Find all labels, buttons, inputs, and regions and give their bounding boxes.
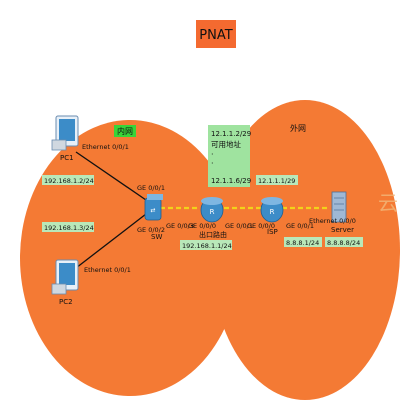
inner-zone (20, 120, 240, 396)
sw-ge001: GE 0/0/1 (137, 184, 165, 192)
server-label: Server (331, 226, 354, 234)
title-box (196, 20, 236, 48)
address-pool-top: 12.1.1.2/29 (211, 130, 251, 138)
links (75, 151, 147, 269)
outer-zone-tag: 外网 (290, 123, 306, 133)
link-pc1-sw (75, 151, 147, 201)
pc1-address: 192.168.1.2/24 (44, 177, 94, 185)
isp-ge000: GE 0/0/0 (247, 222, 275, 230)
router-ge000: GE 0/0/0 (188, 222, 216, 230)
egress-router-icon[interactable]: R (200, 197, 224, 223)
watermark: 云 (378, 191, 398, 215)
isp-label: ISP (267, 228, 278, 236)
egress-router-label: 出口路由 (199, 230, 227, 239)
sw-ge002: GE 0/0/2 (137, 226, 165, 234)
pc1-address-bg (42, 175, 94, 185)
switch-icon[interactable]: ⇄ (144, 194, 163, 221)
isp-lan-address-bg (284, 237, 322, 247)
svg-text:R: R (210, 208, 215, 216)
address-pool-bottom: 12.1.1.6/29 (211, 177, 251, 185)
pc2-address: 192.168.1.3/24 (44, 224, 94, 232)
isp-router-icon[interactable]: R (260, 197, 284, 223)
router-ge001: GE 0/0/1 (225, 222, 253, 230)
isp-wan-address: 12.1.1.1/29 (258, 177, 295, 185)
link-pc2-sw (75, 213, 147, 269)
address-pool-box (208, 125, 250, 187)
server-address-bg (325, 237, 363, 247)
address-pool-dot-1: · (211, 150, 214, 159)
pc2-interface: Ethernet 0/0/1 (84, 266, 131, 274)
router-inside-address-bg (180, 240, 232, 250)
server-interface: Ethernet 0/0/0 (309, 217, 356, 225)
pc2-label: PC2 (59, 298, 73, 306)
pc1-interface: Ethernet 0/0/1 (82, 143, 129, 151)
title: PNAT (199, 28, 232, 43)
inner-zone-tag-bg (114, 125, 136, 137)
pc1-label: PC1 (60, 154, 74, 162)
server-address: 8.8.8.8/24 (327, 239, 360, 247)
pc1-icon[interactable] (51, 115, 79, 151)
address-pool-dot-2: · (211, 159, 214, 168)
isp-wan-address-bg (256, 175, 298, 185)
server-icon[interactable] (331, 191, 347, 223)
pc2-address-bg (42, 222, 94, 232)
svg-text:R: R (270, 208, 275, 216)
sw-ge003: GE 0/0/3 (166, 222, 194, 230)
isp-lan-address: 8.8.8.1/24 (286, 239, 319, 247)
svg-text:⇄: ⇄ (150, 207, 155, 214)
router-inside-address: 192.168.1.1/24 (182, 242, 232, 250)
switch-label: SW (151, 233, 162, 241)
address-pool-label: 可用地址 (211, 139, 241, 149)
isp-ge001: GE 0/0/1 (286, 222, 314, 230)
inner-zone-tag: 内网 (117, 126, 133, 136)
pc2-icon[interactable] (51, 259, 79, 295)
